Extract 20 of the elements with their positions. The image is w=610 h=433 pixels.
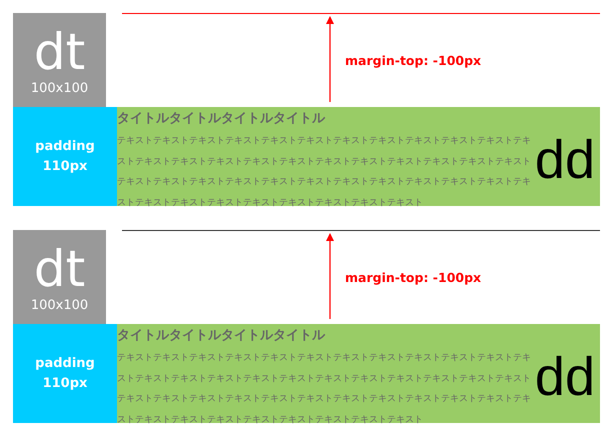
description-box — [117, 107, 600, 206]
padding-box — [13, 324, 117, 423]
dimension-label: margin-top: -100px — [345, 53, 482, 68]
body-text: テキストテキストテキストテキストテキストテキストテキストテキストテキストテキストテキストテキストテキストテキストテキストテキストテキストテキストテキストテキストテキストテキストテキストテキストテキストテキストテキストテキストテキストテキストテキストテキストテキストテキストテキストテキストテキストテキストテキストテキストテキストテキストテキスト — [117, 135, 531, 208]
description-letters: dd — [534, 129, 595, 192]
term-box — [13, 230, 106, 324]
padding-label: padding 110px — [34, 138, 96, 176]
term-letters: dt — [32, 244, 86, 294]
term-letters: dt — [32, 27, 86, 77]
padding-box — [13, 107, 117, 206]
size-label: 100x100 — [30, 81, 90, 96]
padding-label: padding 110px — [34, 354, 96, 392]
body-text: テキストテキストテキストテキストテキストテキストテキストテキストテキストテキストテキストテキストテキストテキストテキストテキストテキストテキストテキストテキストテキストテキストテキストテキストテキストテキストテキストテキストテキストテキストテキストテキストテキストテキストテキストテキストテキストテキストテキストテキストテキストテキストテキスト — [117, 352, 531, 424]
size-label: 100x100 — [30, 298, 90, 313]
description-letters: dd — [534, 346, 595, 409]
title-text: タイトルタイトルタイトルタイトル — [117, 327, 325, 344]
title-text: タイトルタイトルタイトルタイトル — [117, 110, 325, 127]
dimension-label: margin-top: -100px — [345, 270, 482, 285]
term-box — [13, 13, 106, 107]
description-box — [117, 324, 600, 423]
